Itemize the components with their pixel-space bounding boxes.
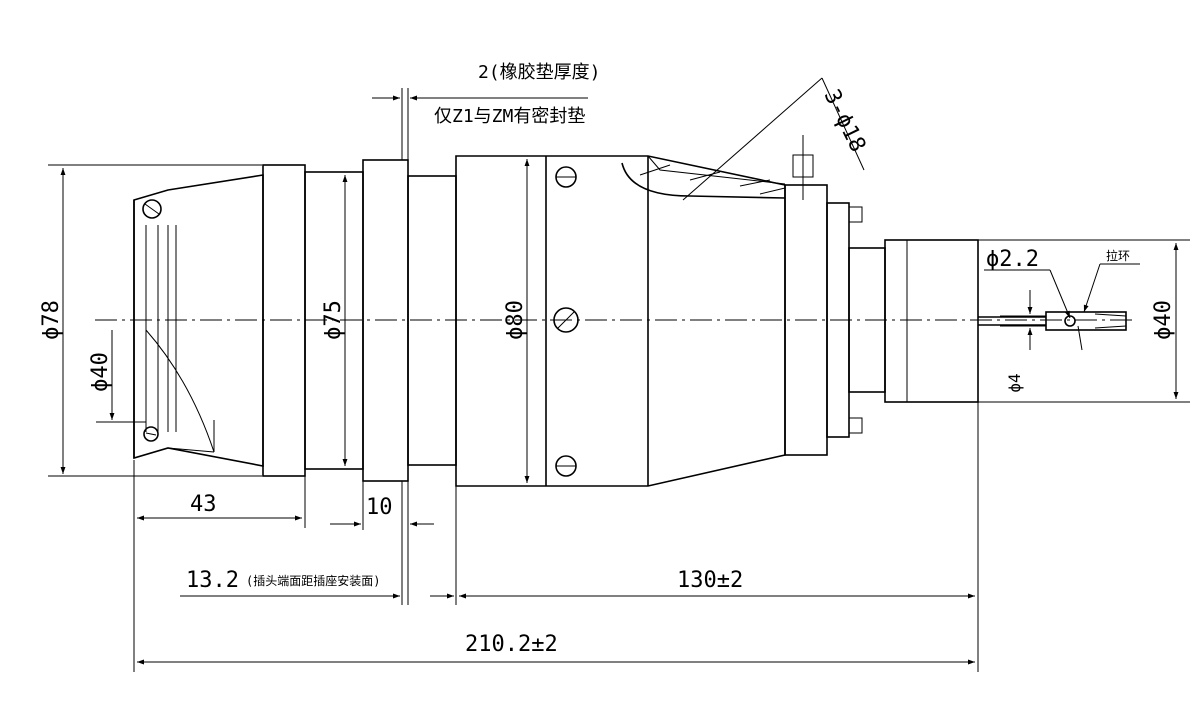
screw-icon — [553, 307, 579, 333]
gasket-note-label: 仅Z1与ZM有密封垫 — [434, 106, 585, 127]
pull-ring-label: 拉环 — [1106, 248, 1130, 263]
pull-ring — [978, 311, 1127, 331]
length-130-label: 130±2 — [677, 568, 743, 593]
dia-75-label: ϕ75 — [321, 300, 346, 340]
dia-80-label: ϕ80 — [503, 300, 528, 340]
length-10-label: 10 — [366, 495, 393, 520]
length-210-label: 210.2±2 — [465, 632, 558, 657]
screw-icon — [143, 426, 159, 442]
hole-spec-label: 3-ϕ18 — [819, 86, 871, 156]
dia-40-left-label: ϕ40 — [88, 352, 113, 392]
dia-2-2-label: ϕ2.2 — [986, 247, 1039, 272]
screw-icon — [142, 199, 162, 219]
tail-cap — [884, 239, 979, 403]
length-43-label: 43 — [190, 492, 217, 517]
length-13-2-label: 13.2 — [186, 568, 239, 593]
length-13-2-note: (插头端面距插座安装面) — [246, 573, 380, 588]
dia-40-right-label: ϕ40 — [1151, 300, 1176, 340]
gasket-thickness-label: 2(橡胶垫厚度) — [478, 62, 601, 83]
dia-4-label: ϕ4 — [1005, 373, 1024, 392]
dia-78-label: ϕ78 — [39, 300, 64, 340]
